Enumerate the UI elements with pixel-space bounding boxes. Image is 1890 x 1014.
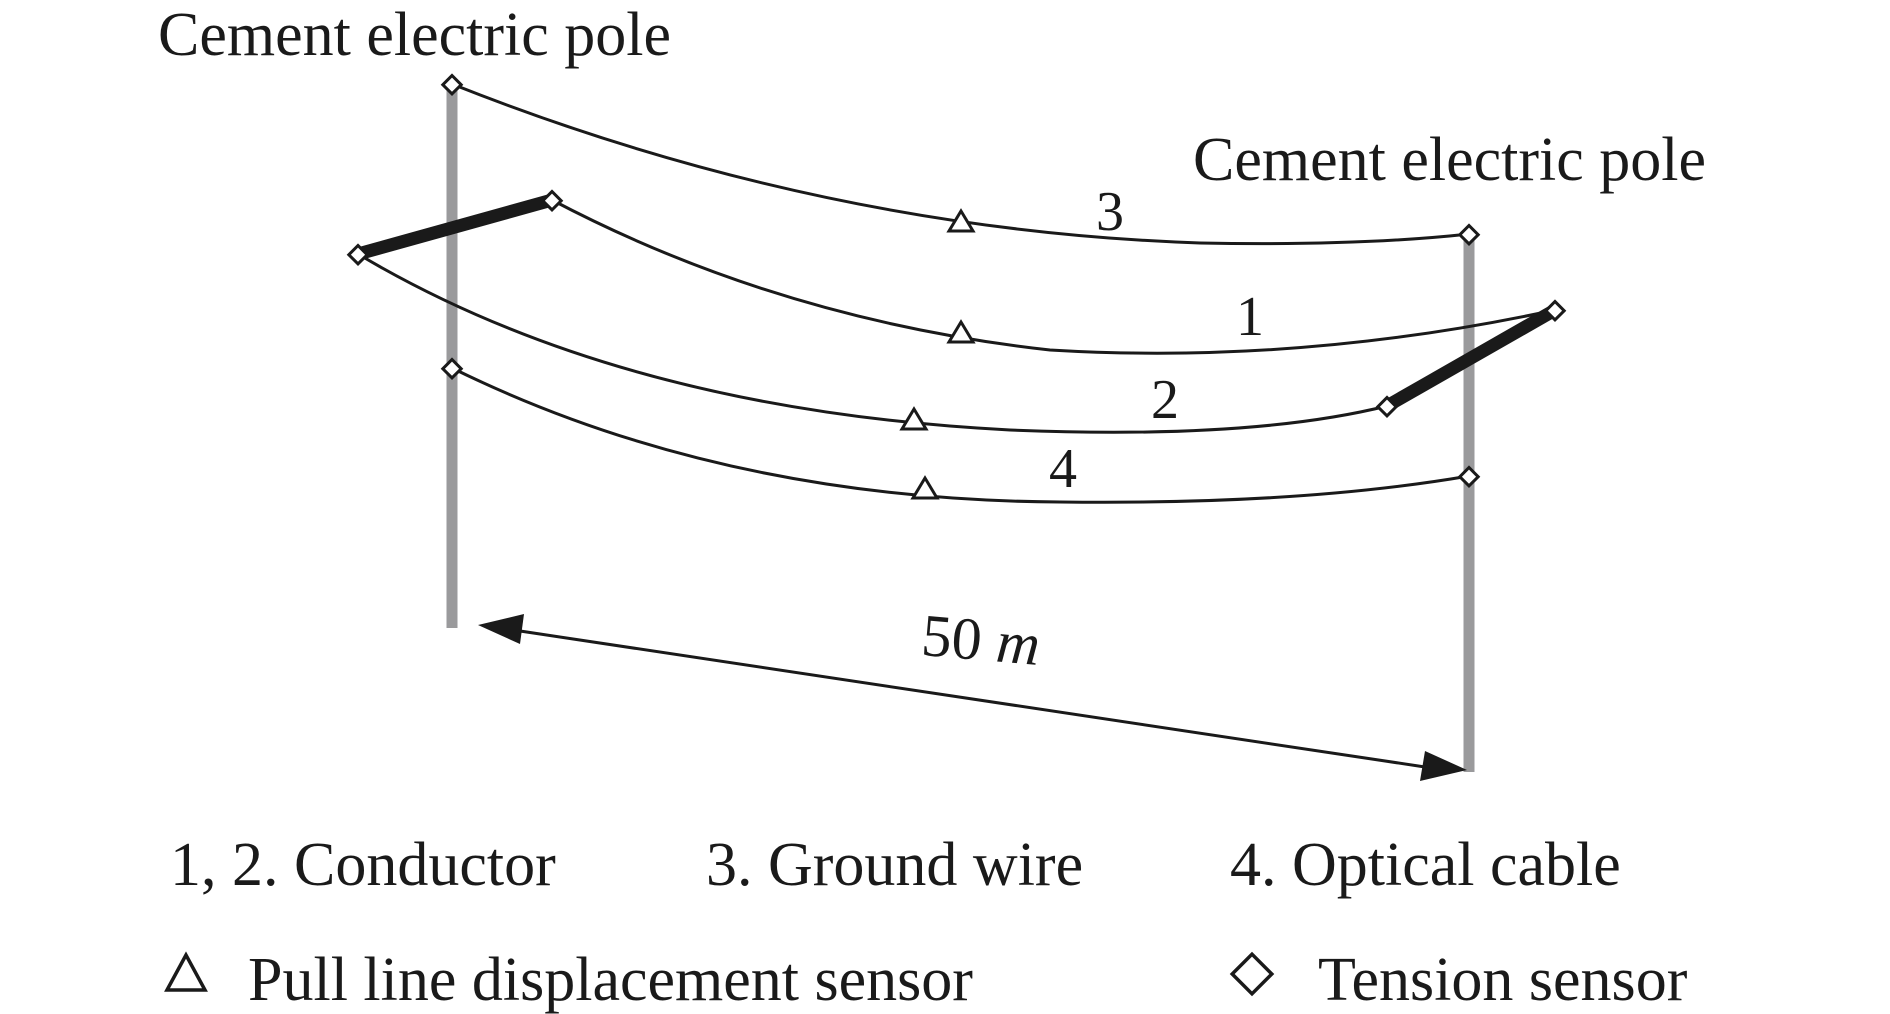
span-arrowhead-left xyxy=(478,614,524,644)
span-unit: m xyxy=(994,609,1043,679)
conductor-1-number: 1 xyxy=(1236,286,1264,348)
tension-sensor-icon xyxy=(1457,223,1481,247)
tension-sensor-icon xyxy=(1543,299,1567,323)
legend-optical-cable: 4. Optical cable xyxy=(1230,831,1621,899)
conductor-2-line xyxy=(357,252,1388,434)
left-pole-label: Cement electric pole xyxy=(158,1,671,69)
legend-displacement-sensor: Pull line displacement sensor xyxy=(248,946,973,1014)
tension-sensor-icon xyxy=(440,357,464,381)
tension-sensor-icon xyxy=(1375,395,1399,419)
right-pole-label: Cement electric pole xyxy=(1193,126,1706,194)
right-cross-arm xyxy=(1383,304,1559,412)
span-dimension-line xyxy=(499,626,1426,769)
legend-diamond-icon xyxy=(1229,951,1275,997)
conductor-1-line xyxy=(551,198,1556,355)
conductor-2-number: 2 xyxy=(1151,369,1179,431)
displacement-sensor-icon xyxy=(946,208,976,233)
span-value: 50 xyxy=(919,602,985,673)
optical-cable-number: 4 xyxy=(1049,438,1077,500)
ground-wire-line xyxy=(451,82,1470,246)
displacement-sensor-icon xyxy=(899,406,929,431)
legend-ground-wire: 3. Ground wire xyxy=(706,831,1083,899)
legend-conductor: 1, 2. Conductor xyxy=(170,831,556,899)
legend-triangle-icon xyxy=(164,951,208,992)
left-cross-arm xyxy=(356,193,554,261)
legend-tension-sensor: Tension sensor xyxy=(1318,946,1688,1014)
displacement-sensor-icon xyxy=(946,319,976,344)
ground-wire-number: 3 xyxy=(1096,181,1124,243)
optical-cable-line xyxy=(451,366,1470,504)
tension-sensor-icon xyxy=(440,73,464,97)
displacement-sensor-icon xyxy=(910,475,940,500)
tension-sensor-icon xyxy=(540,189,564,213)
tension-sensor-icon xyxy=(346,243,370,267)
span-arrowhead-right xyxy=(1420,751,1467,781)
tension-sensor-icon xyxy=(1457,465,1481,489)
